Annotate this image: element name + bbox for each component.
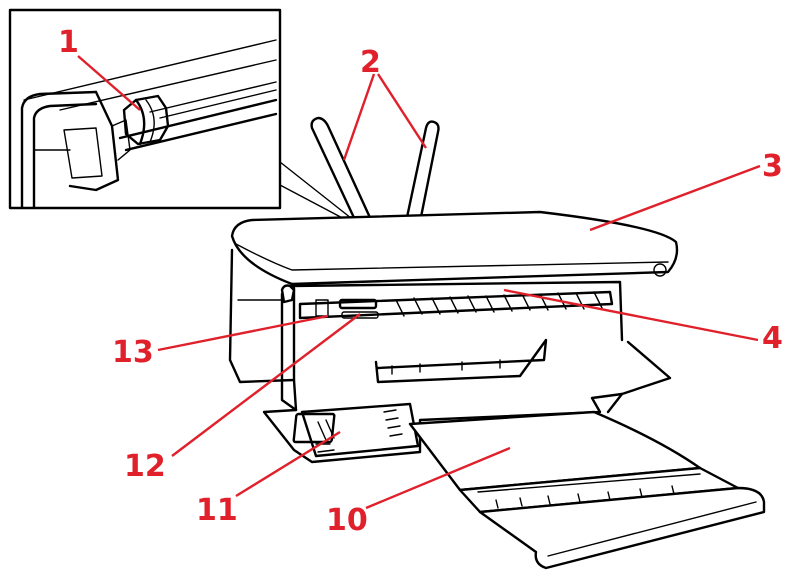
callout-4: 4 (762, 321, 783, 356)
paper-output-tray (408, 410, 766, 570)
inset-pointer-lines (279, 161, 357, 223)
leader-12 (171, 313, 361, 457)
leader-11 (235, 430, 341, 498)
leader-lines (77, 55, 761, 510)
leader-10 (365, 446, 511, 510)
leader-2a (342, 73, 376, 161)
callout-11: 11 (196, 493, 238, 528)
callout-12: 12 (124, 449, 166, 484)
leader-2b (376, 73, 428, 149)
leader-1 (77, 55, 141, 111)
callout-10: 10 (326, 503, 368, 538)
callout-2: 2 (360, 45, 381, 80)
callout-13: 13 (112, 335, 154, 370)
callout-labels: 1 2 3 4 10 11 12 13 (58, 25, 783, 538)
printer-body (228, 116, 679, 464)
leader-4 (503, 288, 759, 342)
callout-3: 3 (762, 149, 783, 184)
detail-inset (8, 8, 282, 210)
leader-13 (157, 314, 329, 352)
callout-1: 1 (58, 25, 79, 60)
leader-3 (589, 164, 761, 232)
